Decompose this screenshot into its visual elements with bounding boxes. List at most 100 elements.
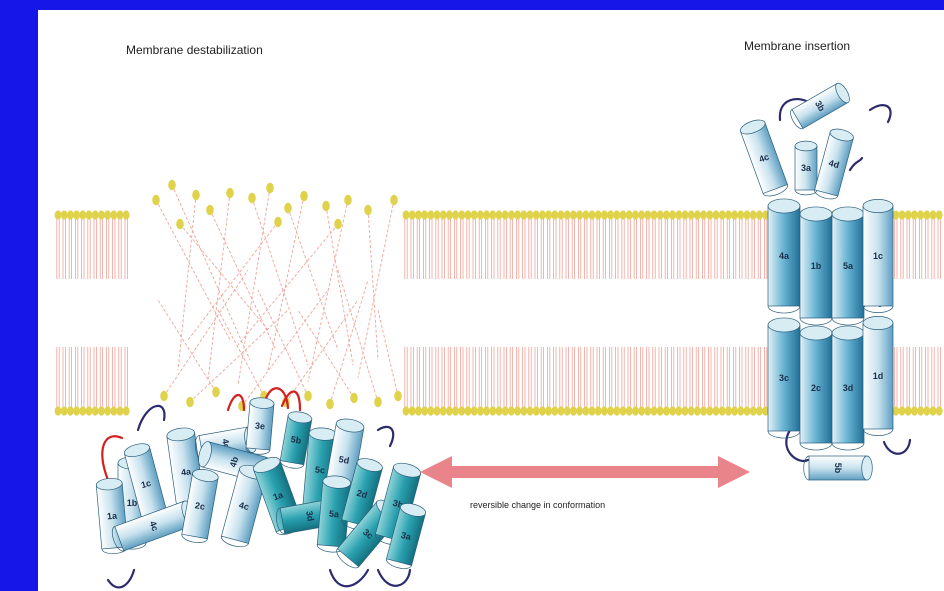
lipid-head — [403, 210, 410, 219]
lipid-head — [626, 406, 633, 415]
lipid-head — [731, 210, 738, 219]
lipid-head — [123, 406, 130, 415]
lipid-head — [607, 210, 614, 219]
lipid-head — [737, 406, 744, 415]
lipid-head — [651, 210, 658, 219]
lipid-head — [427, 406, 434, 415]
lipid-head — [713, 210, 720, 219]
lipid-head — [905, 210, 912, 219]
lipid-tail — [378, 310, 398, 396]
lipid-head — [694, 406, 701, 415]
lipid-head — [719, 406, 726, 415]
lipid-head — [700, 210, 707, 219]
lipid-head — [719, 210, 726, 219]
lipid-head — [607, 406, 614, 415]
lipid-head — [669, 406, 676, 415]
lipid-head — [632, 406, 639, 415]
helix-cylinder: 3d — [832, 326, 864, 450]
lipid-head — [300, 191, 308, 201]
lipid-head — [67, 406, 74, 415]
lipid-head — [458, 210, 465, 219]
lipid-head — [892, 406, 899, 415]
lipid-head — [186, 397, 194, 407]
lipid-head — [446, 406, 453, 415]
lipid-head — [725, 210, 732, 219]
title-membrane-destabilization: Membrane destabilization — [126, 43, 263, 57]
helix-cylinder: 1d — [863, 316, 893, 435]
lipid-head — [440, 210, 447, 219]
connecting-loop — [108, 570, 134, 587]
helix-cylinder: 4d — [813, 127, 854, 201]
lipid-head — [694, 210, 701, 219]
lipid-head — [576, 210, 583, 219]
lipid-head — [905, 406, 912, 415]
lipid-head — [152, 195, 160, 205]
lipid-head — [98, 406, 105, 415]
lipid-head — [700, 406, 707, 415]
helix-cylinder: 5a — [832, 207, 864, 325]
lipid-head — [483, 210, 490, 219]
lipid-head — [899, 210, 906, 219]
lipid-tail — [308, 200, 348, 382]
lipid-head — [434, 210, 441, 219]
lipid-head — [421, 210, 428, 219]
figure-panel: Membrane destabilization Membrane insert… — [38, 10, 944, 591]
lipid-head — [496, 210, 503, 219]
helix-cylinder: 1b — [800, 207, 832, 325]
lipid-head — [508, 406, 515, 415]
connecting-loop — [138, 406, 164, 430]
lipid-head — [86, 406, 93, 415]
lipid-head — [899, 406, 906, 415]
lipid-tail — [238, 224, 338, 345]
lipid-head — [688, 210, 695, 219]
lipid-head — [110, 210, 117, 219]
double-arrow-icon — [420, 456, 750, 488]
lipid-head — [756, 406, 763, 415]
lipid-head — [394, 391, 402, 401]
lipid-head — [930, 210, 937, 219]
lipid-head — [104, 210, 111, 219]
connecting-loop — [378, 427, 393, 446]
lipid-head — [415, 406, 422, 415]
connecting-loop — [378, 570, 410, 586]
lipid-head — [595, 406, 602, 415]
lipid-head — [744, 406, 751, 415]
lipid-head — [502, 406, 509, 415]
helix-cylinder: 4a — [768, 199, 800, 313]
arrow-caption: reversible change in conformation — [470, 500, 605, 510]
lipid-head — [92, 210, 99, 219]
lipid-head — [55, 210, 62, 219]
lipid-head — [750, 406, 757, 415]
lipid-head — [582, 210, 589, 219]
lipid-head — [477, 406, 484, 415]
lipid-head — [923, 210, 930, 219]
lipid-head — [452, 406, 459, 415]
lipid-head — [92, 406, 99, 415]
helix-label: 1b — [127, 498, 138, 508]
helix-label: 3d — [304, 510, 316, 522]
lipid-head — [434, 406, 441, 415]
lipid-head — [471, 210, 478, 219]
helix-cylinder: 1c — [863, 199, 893, 312]
helix-label: 5a — [843, 261, 854, 271]
title-membrane-insertion: Membrane insertion — [744, 39, 850, 53]
lipid-head — [601, 210, 608, 219]
helix-cylinder: 4c — [739, 117, 790, 199]
lipid-head — [73, 406, 80, 415]
lipid-head — [930, 406, 937, 415]
lipid-head — [160, 391, 168, 401]
connecting-loop — [850, 158, 862, 170]
lipid-head — [688, 406, 695, 415]
lipid-head — [415, 210, 422, 219]
lipid-head — [558, 406, 565, 415]
lipid-head — [638, 210, 645, 219]
lipid-head — [533, 210, 540, 219]
lipid-head — [61, 406, 68, 415]
lipid-head — [713, 406, 720, 415]
lipid-head — [589, 210, 596, 219]
lipid-head — [226, 188, 234, 198]
lipid-head — [446, 210, 453, 219]
lipid-head — [304, 391, 312, 401]
lipid-tail — [164, 270, 248, 396]
connecting-loop — [884, 440, 910, 454]
